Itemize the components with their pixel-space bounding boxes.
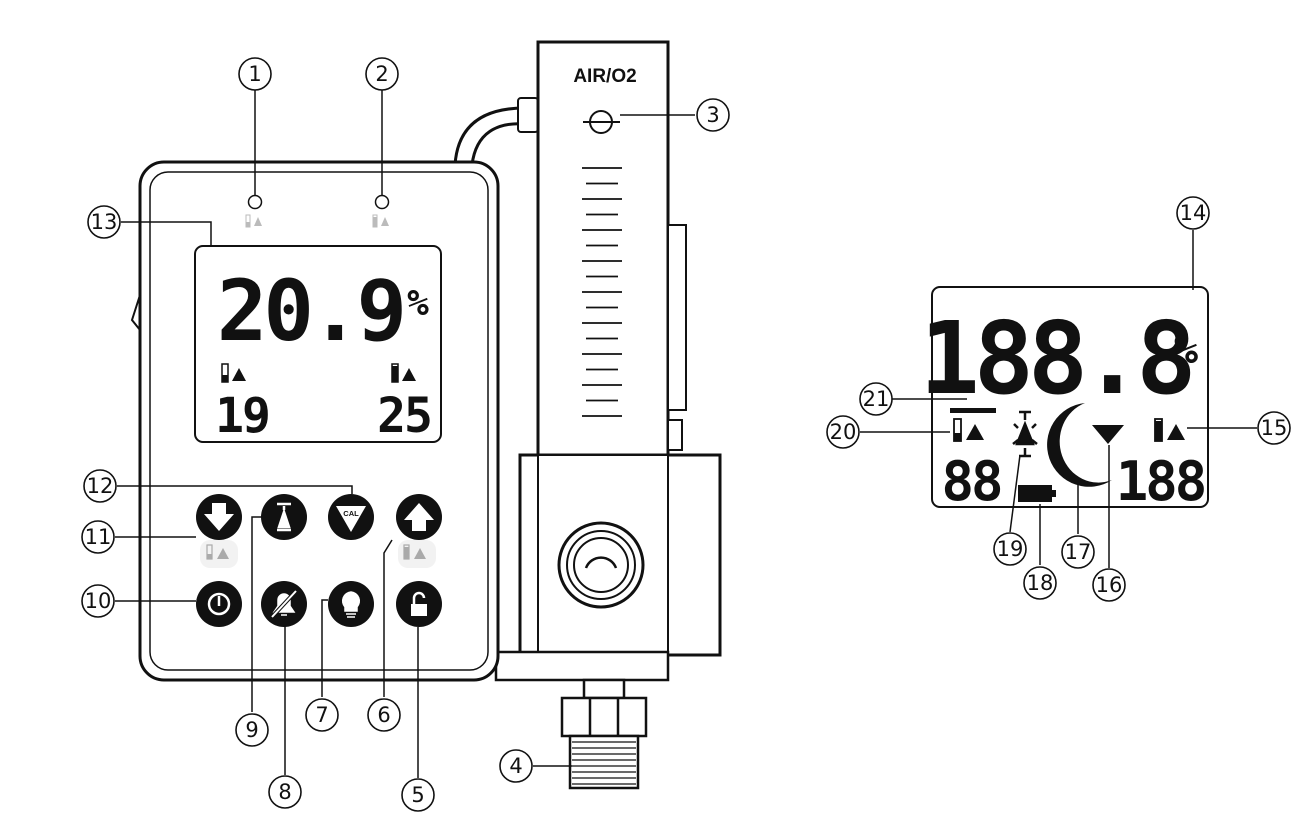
callout-number: 11 [85,525,112,549]
down-arrow-button[interactable] [196,494,242,540]
callout-number: 6 [377,703,390,727]
callout-number: 21 [863,387,890,411]
callout-12: 12 [83,469,117,503]
callout-number: 5 [411,783,424,807]
backlight-button[interactable] [328,581,374,627]
high-alarm-hint-icon [398,540,436,568]
callout-number: 3 [706,103,719,127]
callout-number: 15 [1261,416,1288,440]
callout-number: 17 [1065,540,1092,564]
detail-timer-icon [1012,410,1038,458]
callout-7: 7 [305,698,339,732]
detail-percent-unit: % [1174,327,1198,373]
callout-13: 13 [87,205,121,239]
callout-number: 20 [830,420,857,444]
arrow-down-icon [204,503,234,531]
callout-9: 9 [235,713,269,747]
low-alarm-led [247,194,263,210]
detail-high-value: 188 [1116,450,1205,513]
callout-number: 1 [248,62,261,86]
detail-high-alarm-icon [1154,418,1185,442]
high-alarm-led-icon [372,214,389,228]
battery-icon [1018,485,1056,502]
callout-number: 10 [85,589,112,613]
callout-3: 3 [696,98,730,132]
high-alarm-value: 25 [377,388,431,444]
callout-5: 5 [401,778,435,812]
hourglass-icon [277,502,291,532]
flow-tube-scale [582,167,622,417]
callout-number: 2 [375,62,388,86]
oxygen-reading: 20.9 [217,262,403,360]
callout-number: 9 [245,718,258,742]
low-alarm-led-icon [245,214,262,228]
callout-1: 1 [238,57,272,91]
low-alarm-icon [221,363,246,383]
callout-2: 2 [365,57,399,91]
cal-label: CAL [343,509,359,518]
moon-icon [1047,403,1112,487]
low-alarm-value: 19 [215,388,269,444]
detail-low-alarm-icon [953,418,984,442]
callout-15: 15 [1257,411,1291,445]
device-lcd: 20.9 % 19 25 [194,245,442,444]
callout-14: 14 [1176,196,1210,230]
inlet-fitting [560,678,648,790]
callout-number: 13 [91,210,118,234]
callout-19: 19 [993,532,1027,566]
high-alarm-icon [391,363,416,383]
callout-8: 8 [268,775,302,809]
timer-button[interactable] [261,494,307,540]
flow-tube-label: AIR/O2 [573,66,636,87]
detail-lcd: 188.8 % [919,286,1209,513]
arrow-up-icon [404,503,434,531]
power-button[interactable] [196,581,242,627]
callout-number: 4 [509,754,522,778]
callout-number: 7 [315,703,328,727]
detail-main-reading: 188.8 [919,300,1190,417]
callout-16: 16 [1092,568,1126,602]
percent-unit: % [407,283,429,324]
callout-number: 14 [1180,201,1207,225]
unlock-icon [411,604,427,616]
callout-18: 18 [1023,566,1057,600]
segment-bar [950,408,996,413]
cal-down-triangle-icon [1092,425,1124,444]
callout-10: 10 [81,584,115,618]
unlock-button[interactable] [396,581,442,627]
callout-number: 8 [278,780,291,804]
callout-17: 17 [1061,535,1095,569]
callout-number: 12 [87,474,114,498]
alarm-silence-button[interactable] [261,581,307,627]
low-alarm-hint-icon [200,540,238,568]
power-icon [207,592,231,616]
flow-tube [453,40,722,682]
high-alarm-led [374,194,390,210]
callout-11: 11 [81,520,115,554]
callout-leaders [115,90,1257,778]
callout-number: 18 [1027,571,1054,595]
callout-4: 4 [499,749,533,783]
callout-21: 21 [859,382,893,416]
callout-20: 20 [826,415,860,449]
detail-low-value: 88 [941,450,1001,513]
callout-number: 16 [1096,573,1123,597]
callout-6: 6 [367,698,401,732]
cal-triangle-icon [336,506,366,532]
up-arrow-button[interactable] [396,494,442,540]
inlet-thread [572,741,636,785]
callout-number: 19 [997,537,1024,561]
lightbulb-icon [341,591,361,618]
calibrate-button[interactable]: CAL [328,494,374,540]
